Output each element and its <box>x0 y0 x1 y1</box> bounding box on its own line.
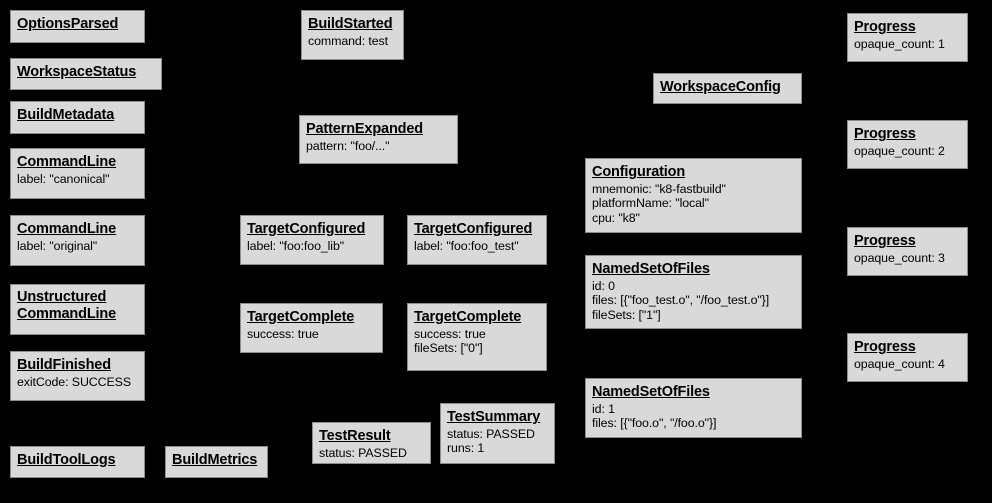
node-title: Progress <box>854 233 916 249</box>
node-build-tool-logs[interactable]: BuildToolLogs <box>10 446 145 478</box>
node-field: opaque_count: 4 <box>854 356 945 371</box>
node-field: id: 0 <box>592 278 615 293</box>
node-field: cpu: "k8" <box>592 210 640 225</box>
node-fields: opaque_count: 2 <box>854 144 961 158</box>
node-title: CommandLine <box>17 154 117 170</box>
node-field: pattern: "foo/..." <box>306 138 390 153</box>
node-unstructured-command-line[interactable]: Unstructured CommandLine <box>10 284 145 335</box>
node-fields: label: "original" <box>17 239 138 253</box>
node-fields: opaque_count: 1 <box>854 37 961 51</box>
node-field: status: PASSED <box>447 426 535 441</box>
node-title: TargetComplete <box>247 309 355 325</box>
node-title: BuildStarted <box>308 16 393 32</box>
node-field: success: true <box>414 326 486 341</box>
node-title: TestSummary <box>447 409 541 425</box>
node-title: TargetConfigured <box>247 221 366 237</box>
node-title: TestResult <box>319 428 391 444</box>
node-title: OptionsParsed <box>17 16 119 32</box>
node-field: runs: 1 <box>447 441 485 456</box>
node-workspace-status[interactable]: WorkspaceStatus <box>10 58 162 90</box>
node-field: id: 1 <box>592 401 615 416</box>
node-title: BuildFinished <box>17 357 111 373</box>
node-build-metrics[interactable]: BuildMetrics <box>165 446 268 478</box>
node-workspace-config[interactable]: WorkspaceConfig <box>653 73 802 104</box>
node-title: TargetConfigured <box>414 221 533 237</box>
node-field: opaque_count: 2 <box>854 143 945 158</box>
node-fields: command: test <box>308 34 397 48</box>
node-field: label: "original" <box>17 238 98 253</box>
node-title: BuildToolLogs <box>17 452 116 468</box>
node-fields: pattern: "foo/..." <box>306 139 451 153</box>
node-fields: exitCode: SUCCESS <box>17 375 138 389</box>
node-field: opaque_count: 1 <box>854 36 945 51</box>
node-field: success: true <box>247 326 319 341</box>
node-field: label: "canonical" <box>17 171 110 186</box>
node-fields: opaque_count: 3 <box>854 251 961 265</box>
node-fields: opaque_count: 4 <box>854 357 961 371</box>
node-title: NamedSetOfFiles <box>592 261 710 277</box>
node-field: label: "foo:foo_lib" <box>247 238 345 253</box>
node-field: opaque_count: 3 <box>854 250 945 265</box>
node-fields: success: true <box>247 327 376 341</box>
node-field: command: test <box>308 33 388 48</box>
node-title: Unstructured CommandLine <box>17 289 117 322</box>
node-title: BuildMetrics <box>172 452 258 468</box>
node-field: mnemonic: "k8-fastbuild" <box>592 181 726 196</box>
node-field: platformName: "local" <box>592 196 709 211</box>
node-title: BuildMetadata <box>17 107 115 123</box>
node-build-metadata[interactable]: BuildMetadata <box>10 101 145 134</box>
node-title: Progress <box>854 126 916 142</box>
node-field: status: PASSED <box>319 445 407 460</box>
node-fields: label: "canonical" <box>17 172 138 186</box>
node-fields: mnemonic: "k8-fastbuild"platformName: "l… <box>592 182 795 225</box>
node-title: TargetComplete <box>414 309 522 325</box>
node-title: CommandLine <box>17 221 117 237</box>
node-fields: status: PASSED <box>319 446 424 460</box>
node-title: NamedSetOfFiles <box>592 384 710 400</box>
node-title: Configuration <box>592 164 686 180</box>
node-fields: label: "foo:foo_test" <box>414 239 540 253</box>
node-field: exitCode: SUCCESS <box>17 374 131 389</box>
node-title: Progress <box>854 19 916 35</box>
node-title: WorkspaceConfig <box>660 79 781 95</box>
node-field: files: [{"foo_test.o", "/foo_test.o"}] <box>592 293 770 308</box>
node-field: files: [{"foo.o", "/foo.o"}] <box>592 416 717 431</box>
node-title: WorkspaceStatus <box>17 64 137 80</box>
node-field: fileSets: ["0"] <box>414 341 483 356</box>
node-field: fileSets: ["1"] <box>592 307 661 322</box>
node-title: Progress <box>854 339 916 355</box>
node-options-parsed[interactable]: OptionsParsed <box>10 10 145 43</box>
node-fields: label: "foo:foo_lib" <box>247 239 377 253</box>
node-title: PatternExpanded <box>306 121 423 137</box>
node-field: label: "foo:foo_test" <box>414 238 519 253</box>
